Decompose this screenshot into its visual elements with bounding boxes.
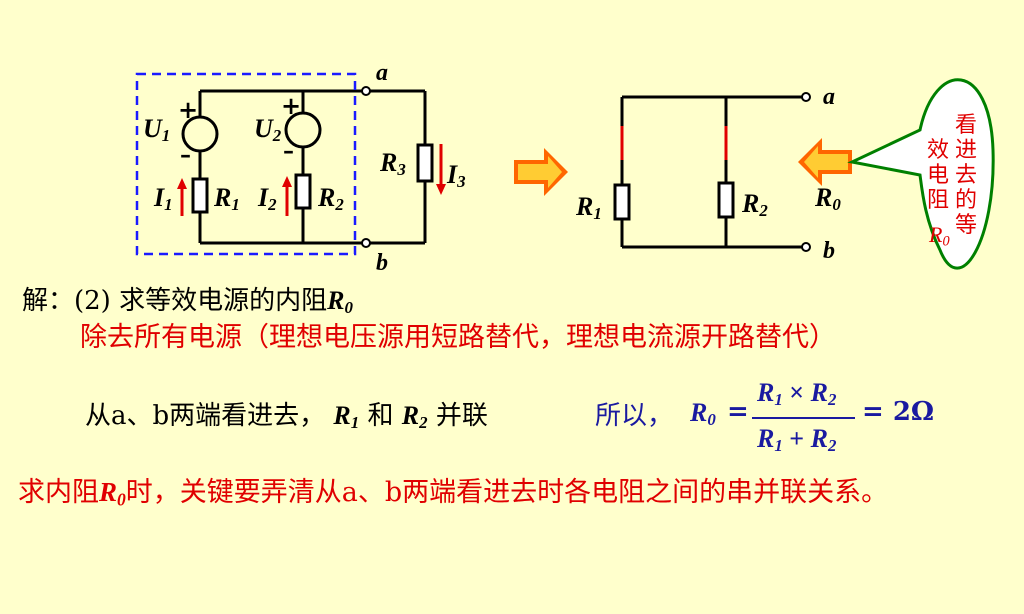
terminal-b-left <box>361 238 371 248</box>
terminal-a-right <box>801 92 811 102</box>
i3-label: I3 <box>447 160 466 192</box>
r2-resistor-symbol <box>294 173 312 210</box>
terminal-b-label-left: b <box>376 250 388 276</box>
u2-source-symbol <box>284 111 322 149</box>
terminal-a-label-left: a <box>376 60 388 86</box>
current-arrows <box>177 144 446 216</box>
r1-label: R1 <box>214 183 240 215</box>
bubble-r0: R0 <box>929 222 950 250</box>
bubble-text-col2: 效电阻 <box>927 138 950 213</box>
fraction-bar <box>752 417 855 419</box>
r2-label: R2 <box>318 183 344 215</box>
formula-denominator: R1 + R2 <box>757 424 837 456</box>
u1-plus-sign: + <box>178 95 199 124</box>
r3-resistor-symbol <box>416 143 434 183</box>
formula-numerator: R1 × R2 <box>757 378 837 410</box>
right-r2-resistor-symbol <box>717 181 735 219</box>
r1-resistor-symbol <box>191 177 209 214</box>
look-in-arrow-icon <box>798 138 852 186</box>
transform-arrow-icon <box>514 148 568 196</box>
right-r1-label: R1 <box>576 192 602 224</box>
u1-label: U1 <box>143 114 171 146</box>
key-point-note: 求内阻R0时，关键要弄清从a、b两端看进去时各电阻之间的串并联关系。 <box>18 477 889 510</box>
formula-lhs: R0 <box>690 398 716 430</box>
right-r2-label: R2 <box>742 189 768 221</box>
terminal-a-left <box>361 86 371 96</box>
u1-minus-sign: – <box>180 142 191 168</box>
formula-result: = 2Ω <box>862 397 935 427</box>
u2-label: U2 <box>254 114 282 146</box>
solution-heading: 解：(2) 求等效电源的内阻R0 <box>22 286 353 318</box>
dashed-source-box <box>135 72 357 256</box>
right-circuit <box>620 95 806 249</box>
u1-source-symbol <box>181 115 219 153</box>
u2-minus-sign: – <box>283 138 294 164</box>
terminal-b-label-right: b <box>823 238 835 264</box>
u2-plus-sign: + <box>281 91 302 120</box>
parallel-statement: 从a、b两端看进去， R1 和 R2 并联 <box>85 401 488 433</box>
formula-prefix: 所以， <box>595 401 674 431</box>
i1-label: I1 <box>154 183 173 215</box>
right-r1-resistor-symbol <box>613 183 631 221</box>
r3-label: R3 <box>380 148 406 180</box>
formula-equals: = <box>727 397 749 427</box>
left-circuit <box>198 89 427 245</box>
i2-label: I2 <box>258 183 277 215</box>
bubble-text-col1: 看进去的等 <box>955 113 978 238</box>
terminal-a-label-right: a <box>823 84 835 110</box>
remove-sources-note: 除去所有电源（理想电压源用短路替代，理想电流源开路替代） <box>80 322 836 353</box>
terminal-b-right <box>801 242 811 252</box>
speech-bubble <box>847 78 995 270</box>
r0-label: R0 <box>815 183 841 215</box>
short-circuit-segments <box>620 126 728 160</box>
